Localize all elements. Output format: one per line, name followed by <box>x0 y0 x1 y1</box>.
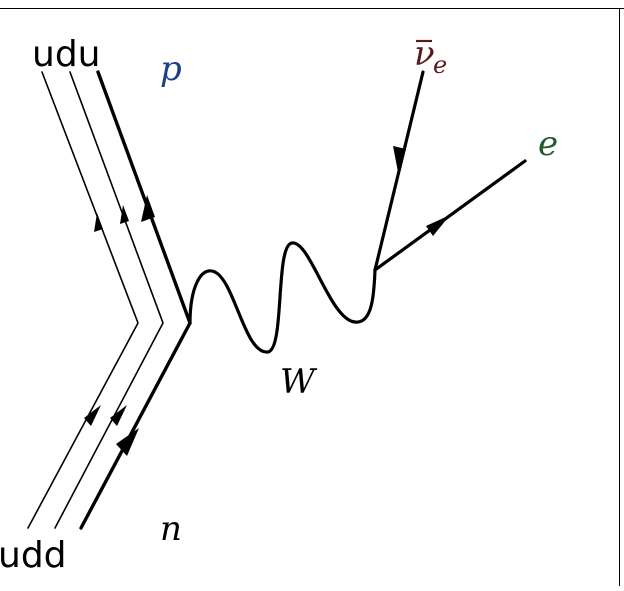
arrow-quark-lower-3 <box>116 428 139 456</box>
quark-line-d-middle <box>54 71 164 529</box>
neutron-label: n <box>160 509 182 549</box>
arrow-quark-upper-1 <box>94 213 103 232</box>
proton-label: p <box>160 49 182 89</box>
right-border <box>619 8 620 586</box>
quark-line-heavy <box>79 70 192 530</box>
arrow-quark-upper-2 <box>120 205 129 224</box>
antineutrino-line <box>373 70 425 272</box>
top-border <box>0 8 624 9</box>
w-boson-label: W <box>280 362 318 402</box>
antineutrino-subscript: e <box>433 51 447 79</box>
arrow-quark-lower-1 <box>84 405 101 426</box>
arrow-quark-upper-3 <box>141 195 155 222</box>
antineutrino-symbol: ν <box>414 34 435 74</box>
electron-line <box>373 159 527 272</box>
w-boson-wave <box>188 241 377 354</box>
electron-label: e <box>538 124 558 164</box>
arrow-electron <box>426 215 450 236</box>
bottom-quarks-label: udd <box>0 535 67 576</box>
antineutrino-label: ν e <box>414 34 447 79</box>
arrow-quark-lower-2 <box>110 405 127 426</box>
arrow-antineutrino <box>393 146 406 172</box>
quark-line-u-left <box>27 71 139 529</box>
top-quarks-label: udu <box>32 34 100 75</box>
